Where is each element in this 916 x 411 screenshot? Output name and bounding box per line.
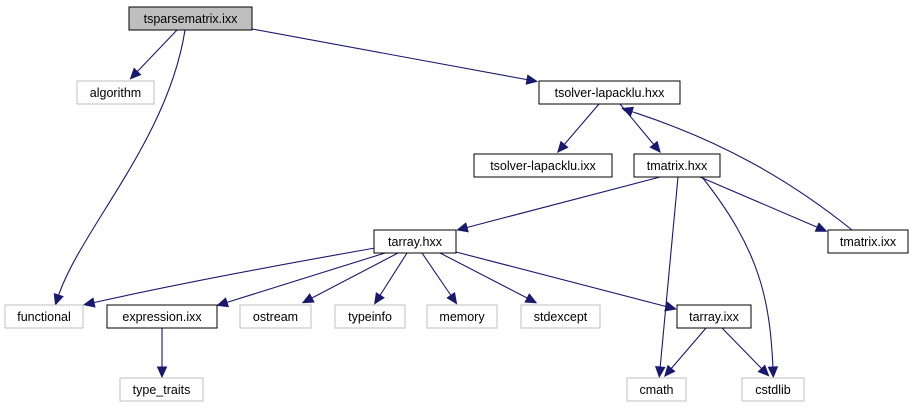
node-label: tmatrix.ixx	[840, 235, 897, 249]
edge-arrowhead	[524, 293, 538, 304]
edge-arrowhead	[456, 222, 469, 233]
node-cstdlib: cstdlib	[741, 377, 805, 402]
edge-tmatrix-hxx-to-tarray-hxx	[456, 176, 661, 233]
edge-tarray-hxx-to-expression-ixx	[216, 252, 386, 308]
node-tsolver-lapacklu-hxx[interactable]: tsolver-lapacklu.hxx	[538, 80, 681, 105]
node-label: cmath	[639, 383, 673, 397]
node-label: ostream	[253, 310, 298, 324]
edge-line	[659, 176, 679, 370]
edge-line	[669, 327, 707, 371]
edge-tarray-ixx-to-cmath	[664, 327, 707, 378]
edge-arrowhead	[649, 140, 661, 154]
edge-line	[701, 176, 774, 370]
node-label: memory	[439, 310, 485, 324]
nodes-layer: tsparsematrix.ixx algorithm tsolver-lapa…	[4, 6, 909, 402]
node-label: stdexcept	[534, 310, 588, 324]
node-expression-ixx[interactable]: expression.ixx	[106, 304, 218, 329]
node-ostream: ostream	[239, 304, 312, 329]
edge-tsparsematrix-ixx-to-algorithm	[129, 29, 178, 80]
edge-line	[57, 29, 186, 298]
edge-tarray-hxx-to-memory	[421, 252, 458, 305]
edge-arrowhead	[216, 297, 230, 308]
node-label: tarray.hxx	[388, 235, 443, 249]
edge-tarray-hxx-to-functional	[83, 247, 376, 308]
node-cmath: cmath	[626, 377, 687, 402]
edge-line	[224, 252, 386, 304]
node-tarray-hxx[interactable]: tarray.hxx	[373, 229, 457, 254]
node-label: type_traits	[133, 383, 191, 397]
node-label: expression.ixx	[122, 310, 202, 324]
edge-expression-ixx-to-type-traits	[156, 328, 168, 379]
node-label: algorithm	[90, 86, 141, 100]
edge-tmatrix-hxx-to-tmatrix-ixx	[699, 176, 828, 232]
node-label: tarray.ixx	[689, 310, 740, 324]
edge-arrowhead	[664, 301, 677, 312]
node-tmatrix-ixx[interactable]: tmatrix.ixx	[827, 229, 909, 254]
edge-tarray-ixx-to-cstdlib	[721, 327, 770, 377]
edge-arrowhead	[654, 366, 666, 379]
edge-line	[135, 29, 178, 74]
node-typeinfo: typeinfo	[334, 304, 406, 329]
edge-line	[439, 252, 530, 300]
edge-line	[464, 176, 661, 229]
node-label: functional	[17, 310, 71, 324]
node-label: tsolver-lapacklu.ixx	[490, 159, 596, 173]
edge-line	[699, 176, 820, 229]
node-stdexcept: stdexcept	[520, 304, 601, 329]
edge-arrowhead	[757, 364, 770, 377]
edge-arrowhead	[156, 366, 168, 379]
edge-arrowhead	[446, 291, 458, 305]
edge-tmatrix-hxx-to-cmath	[654, 176, 679, 379]
edge-arrowhead	[301, 293, 315, 304]
node-label: cstdlib	[755, 383, 790, 397]
edge-line	[91, 247, 376, 304]
edge-line	[421, 252, 453, 298]
edge-tarray-hxx-to-ostream	[301, 252, 399, 304]
node-label: tsolver-lapacklu.hxx	[555, 86, 666, 100]
edge-tsparsematrix-ixx-to-functional	[53, 29, 186, 306]
node-type-traits: type_traits	[119, 377, 204, 402]
edge-arrowhead	[525, 74, 539, 85]
edge-line	[378, 252, 408, 298]
edge-line	[309, 252, 399, 300]
node-tmatrix-hxx[interactable]: tmatrix.hxx	[633, 153, 721, 178]
edge-arrowhead	[557, 140, 569, 154]
node-label: tsparsematrix.ixx	[144, 12, 239, 26]
edge-line	[251, 28, 530, 81]
edge-line	[629, 110, 853, 231]
edge-arrowhead	[374, 292, 385, 305]
edge-tmatrix-hxx-to-cstdlib	[701, 176, 779, 379]
edge-tsolver-lapacklu-hxx-to-tsolver-lapacklu-ixx	[557, 103, 600, 154]
node-algorithm: algorithm	[76, 80, 155, 105]
edge-tsparsematrix-ixx-to-tsolver-lapacklu-hxx	[251, 28, 539, 85]
edge-line	[562, 103, 600, 147]
edge-arrowhead	[767, 366, 779, 379]
edges-layer	[53, 28, 853, 379]
edge-arrowhead	[83, 297, 96, 308]
node-functional: functional	[4, 304, 84, 329]
edge-line	[721, 327, 764, 371]
edge-arrowhead	[814, 222, 828, 232]
node-memory: memory	[426, 304, 498, 329]
node-label: tmatrix.hxx	[647, 159, 708, 173]
edge-tmatrix-ixx-to-tsolver-lapacklu-hxx	[621, 106, 853, 231]
node-tarray-ixx[interactable]: tarray.ixx	[676, 304, 752, 329]
node-label: typeinfo	[348, 310, 392, 324]
edge-arrowhead	[129, 67, 142, 80]
edge-arrowhead	[621, 106, 635, 117]
edge-line	[455, 251, 669, 308]
edge-arrowhead	[664, 364, 676, 378]
edge-tarray-hxx-to-stdexcept	[439, 252, 538, 304]
node-tsolver-lapacklu-ixx[interactable]: tsolver-lapacklu.ixx	[473, 153, 613, 178]
edge-tarray-hxx-to-typeinfo	[374, 252, 408, 305]
edge-tarray-hxx-to-tarray-ixx	[455, 251, 677, 312]
edge-arrowhead	[53, 292, 64, 306]
node-tsparsematrix-ixx[interactable]: tsparsematrix.ixx	[128, 6, 253, 31]
